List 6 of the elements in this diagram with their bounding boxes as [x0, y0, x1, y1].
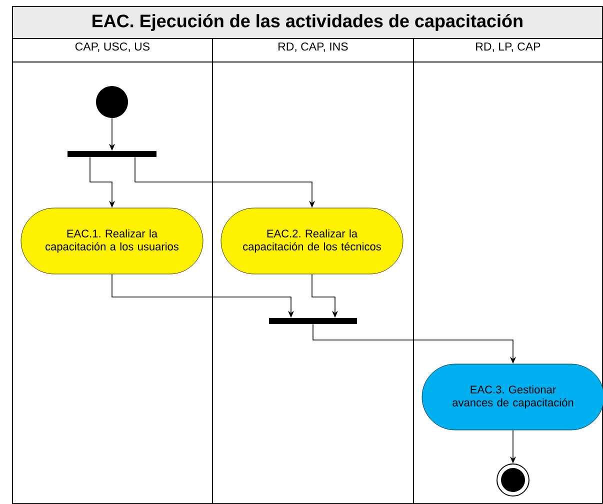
- title-band: EAC. Ejecución de las actividades de capacitación: [12, 6, 603, 39]
- activity-box: EAC.1. Realizar la capacitación a los usuarios: [20, 208, 204, 274]
- end-node: [496, 464, 530, 496]
- start-node: [96, 86, 128, 118]
- activity-box: EAC.3. Gestionar avances de capacitación: [422, 364, 603, 430]
- activity-box: EAC.2. Realizar la capacitación de los técnicos: [220, 208, 404, 274]
